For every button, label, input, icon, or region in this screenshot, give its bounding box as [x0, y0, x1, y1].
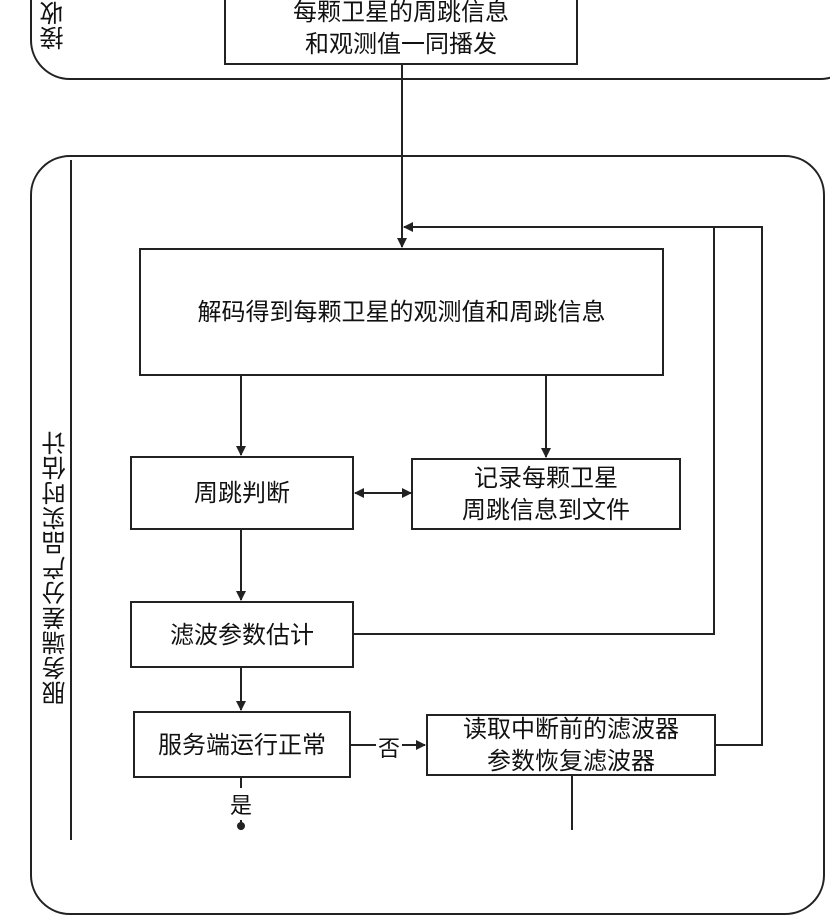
service-ok-line-1: 服务端运行正常 [158, 730, 326, 759]
restore-line-2: 参数恢复滤波器 [487, 747, 655, 775]
restore-line-1: 读取中断前的滤波器 [463, 715, 679, 743]
record-line-1: 记录每颗卫星 [474, 464, 618, 492]
connector-lines [236, 65, 763, 830]
decode-box: 解码得到每颗卫星的观测值和周跳信息 [139, 248, 664, 376]
restore-box: 读取中断前的滤波器 参数恢复滤波器 [426, 714, 716, 776]
loop-restore-to-decode [403, 222, 763, 746]
yes-label: 是 [228, 788, 255, 820]
service-panel-divider [70, 160, 72, 840]
broadcast-box: 每颗卫星的周跳信息 和观测值一同播发 [224, 0, 578, 65]
no-label: 否 [376, 731, 403, 763]
cycle-slip-box: 周跳判断 [130, 456, 354, 530]
record-box: 记录每颗卫星 周跳信息到文件 [411, 458, 681, 530]
broadcast-line-1: 每颗卫星的周跳信息 [293, 0, 509, 26]
service-ok-box: 服务端运行正常 [133, 711, 351, 778]
receiver-panel [30, 0, 830, 80]
filter-box: 滤波参数估计 [130, 601, 354, 668]
yes-dot [237, 822, 245, 830]
filter-line-1: 滤波参数估计 [170, 620, 314, 649]
record-line-2: 周跳信息到文件 [462, 496, 630, 524]
broadcast-line-2: 和观测值一同播发 [305, 29, 497, 58]
cycle-slip-line-1: 周跳判断 [194, 479, 290, 507]
decode-line-1: 解码得到每颗卫星的观测值和周跳信息 [197, 298, 606, 326]
loop-filter-to-decode [353, 227, 715, 635]
